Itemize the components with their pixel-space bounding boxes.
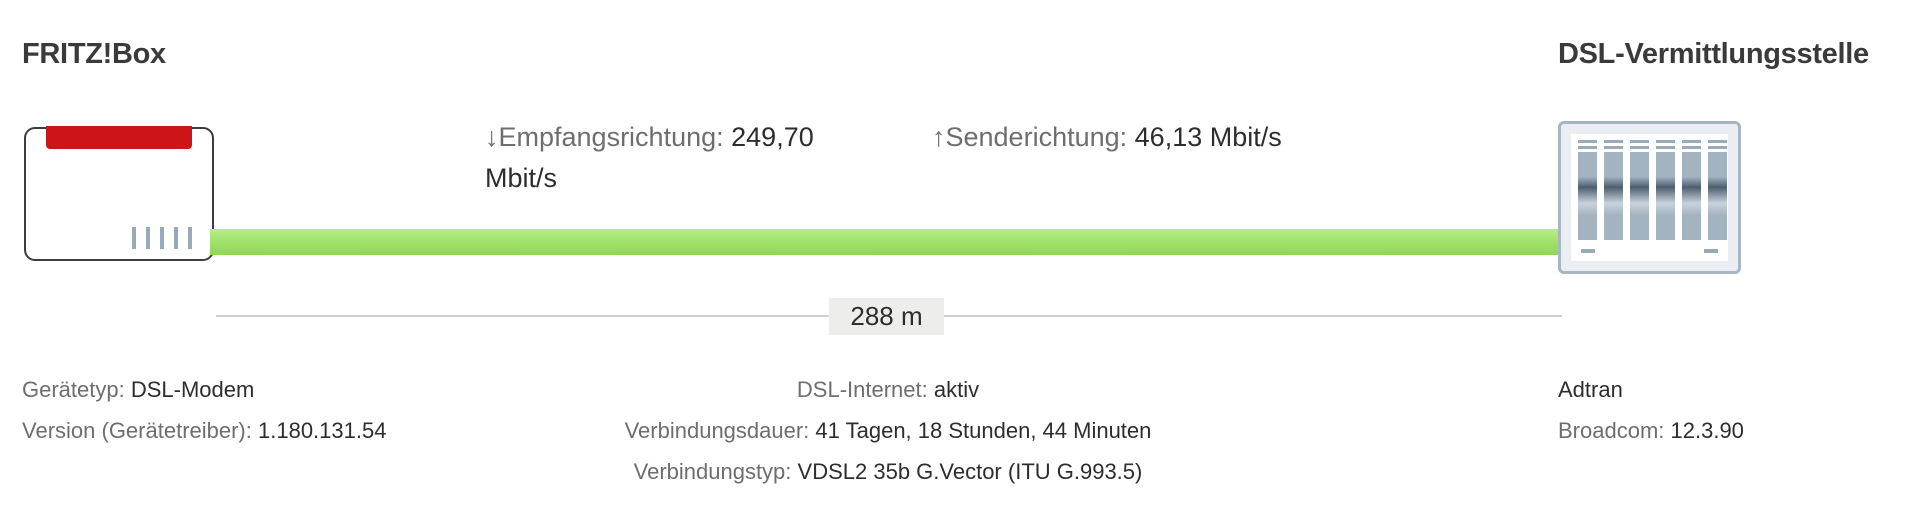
fritzbox-port-icon (188, 227, 192, 249)
chipset-value: 12.3.90 (1670, 418, 1744, 443)
exchange-title: DSL-Vermittlungsstelle (1558, 38, 1869, 70)
exchange-slot (1682, 140, 1701, 240)
fritzbox-red-bar (46, 126, 192, 149)
connection-type-row: Verbindungstyp: VDSL2 35b G.Vector (ITU … (500, 457, 1276, 498)
vendor-value: Adtran (1558, 377, 1623, 402)
exchange-foot-left (1581, 249, 1595, 253)
connection-duration-row: Verbindungsdauer: 41 Tagen, 18 Stunden, … (500, 416, 1276, 457)
exchange-slot-card (1604, 152, 1623, 240)
connection-duration-label: Verbindungsdauer: (624, 418, 810, 443)
connection-type-value: VDSL2 35b G.Vector (ITU G.993.5) (797, 459, 1143, 484)
exchange-device-icon (1558, 121, 1741, 274)
exchange-slot (1656, 140, 1675, 240)
exchange-slot-dash (1682, 140, 1701, 143)
connection-type-label: Verbindungstyp: (633, 459, 792, 484)
fritzbox-port-icon (132, 227, 136, 249)
exchange-slot-dash (1708, 146, 1727, 149)
exchange-slot-card (1656, 152, 1675, 240)
version-value: 1.180.131.54 (258, 418, 387, 443)
internet-status-label: DSL-Internet: (796, 377, 928, 402)
exchange-slot-dash (1630, 146, 1649, 149)
fritzbox-title: FRITZ!Box (22, 38, 166, 70)
connection-duration-value: 41 Tagen, 18 Stunden, 44 Minuten (815, 418, 1152, 443)
downstream-arrow-icon: ↓ (485, 122, 499, 152)
exchange-slot (1630, 140, 1649, 240)
fritzbox-port-icon (146, 227, 150, 249)
exchange-slot-card (1708, 152, 1727, 240)
exchange-slot-dash (1682, 146, 1701, 149)
chipset-label: Broadcom: (1558, 418, 1665, 443)
upstream-rate: ↑Senderichtung: 46,13 Mbit/s (932, 117, 1282, 158)
vendor-row: Adtran (1558, 375, 1744, 416)
fritzbox-ports (132, 227, 192, 249)
exchange-slots (1578, 140, 1727, 240)
exchange-slot-dash (1656, 146, 1675, 149)
distance-badge: 288 m (829, 298, 944, 335)
exchange-slot-card (1630, 152, 1649, 240)
fritzbox-info: Gerätetyp: DSL-Modem Version (Gerätetrei… (22, 375, 386, 457)
device-type-value: DSL-Modem (130, 377, 255, 402)
connection-info: DSL-Internet: aktiv Verbindungsdauer: 41… (500, 375, 1276, 498)
exchange-slot-dash (1656, 140, 1675, 143)
chipset-row: Broadcom: 12.3.90 (1558, 416, 1744, 457)
exchange-slot-dash (1604, 140, 1623, 143)
upstream-value: 46,13 Mbit/s (1134, 122, 1282, 152)
exchange-slot-dash (1630, 140, 1649, 143)
version-label: Version (Gerätetreiber): (22, 418, 252, 443)
exchange-slot-card (1578, 152, 1597, 240)
downstream-label: Empfangsrichtung: (498, 122, 724, 152)
exchange-info: Adtran Broadcom: 12.3.90 (1558, 375, 1744, 457)
version-row: Version (Gerätetreiber): 1.180.131.54 (22, 416, 386, 457)
downstream-value: 249,70 Mbit/s (485, 122, 814, 193)
device-type-row: Gerätetyp: DSL-Modem (22, 375, 386, 416)
device-type-label: Gerätetyp: (22, 377, 125, 402)
exchange-slot-dash (1708, 140, 1727, 143)
upstream-label: Senderichtung: (945, 122, 1128, 152)
exchange-slot-dash (1604, 146, 1623, 149)
exchange-slot (1708, 140, 1727, 240)
exchange-slot-dash (1578, 146, 1597, 149)
fritzbox-device-icon (24, 126, 214, 261)
exchange-slot-dash (1578, 140, 1597, 143)
exchange-slot (1578, 140, 1597, 240)
fritzbox-port-icon (160, 227, 164, 249)
upstream-arrow-icon: ↑ (932, 122, 946, 152)
exchange-slot (1604, 140, 1623, 240)
downstream-rate: ↓Empfangsrichtung: 249,70 Mbit/s (485, 117, 845, 199)
internet-status-value: aktiv (933, 377, 980, 402)
fritzbox-port-icon (174, 227, 178, 249)
internet-status-row: DSL-Internet: aktiv (500, 375, 1276, 416)
dsl-line (210, 229, 1562, 255)
exchange-slot-card (1682, 152, 1701, 240)
exchange-foot-right (1704, 249, 1718, 253)
